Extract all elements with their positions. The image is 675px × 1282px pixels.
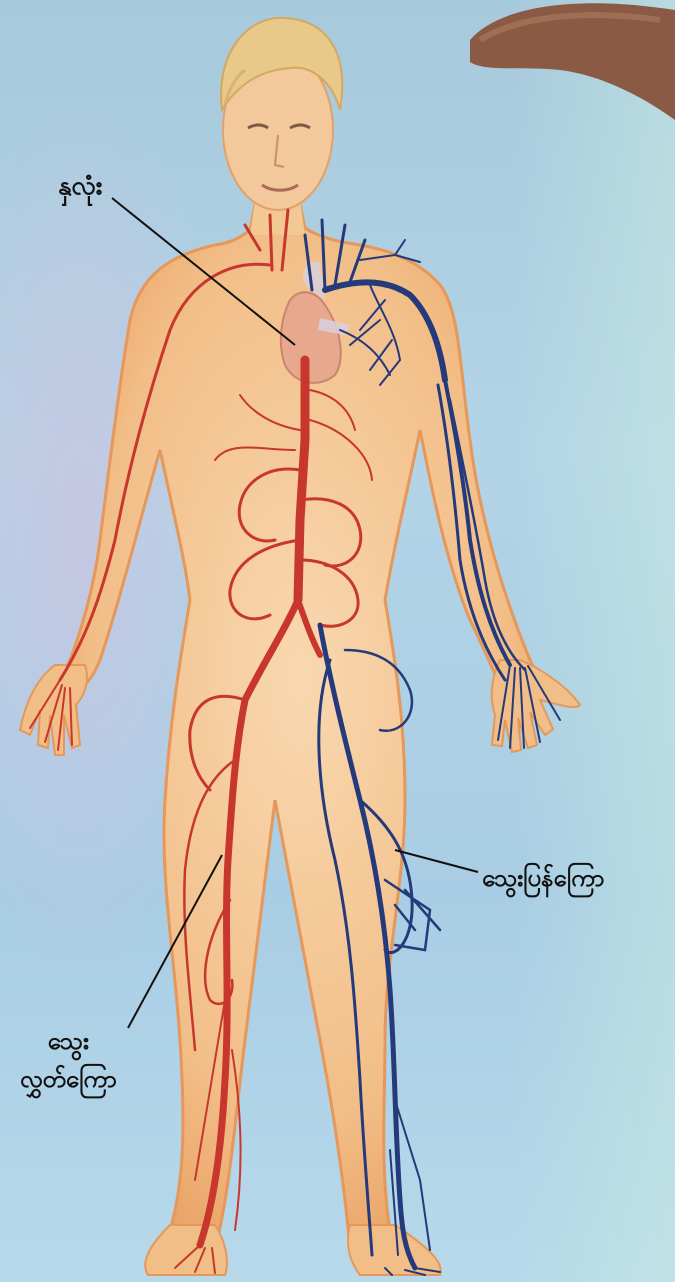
label-heart: နှလုံး (58, 168, 102, 207)
right-hand (492, 660, 580, 752)
head (221, 18, 342, 210)
label-vein: သွေးပြန်ကြော (482, 862, 604, 898)
label-artery-line1: သွေး (20, 1022, 117, 1060)
label-artery: သွေး လွှတ်ကြော (20, 1022, 117, 1098)
left-hand (20, 665, 87, 755)
label-artery-line2: လွှတ်ကြော (20, 1060, 117, 1098)
